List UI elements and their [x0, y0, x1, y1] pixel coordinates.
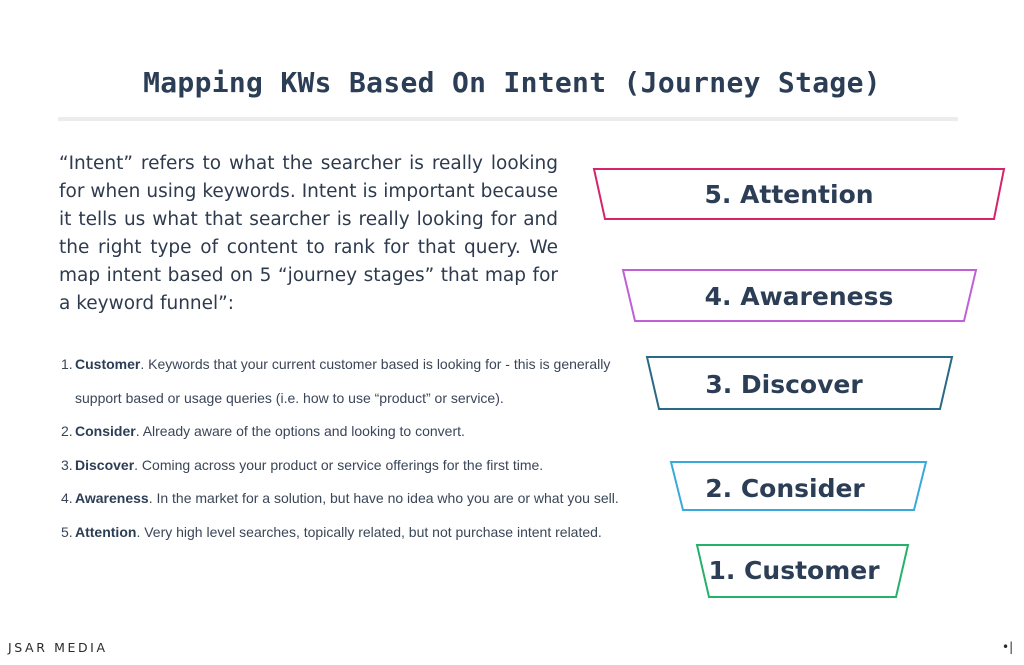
funnel-label: 4. Awareness: [705, 282, 894, 311]
funnel-trapezoid: [592, 168, 1006, 220]
stage-term: Customer: [75, 356, 141, 372]
list-item: 2.Consider. Already aware of the options…: [59, 415, 659, 449]
funnel-trapezoid: [621, 269, 978, 322]
intro-paragraph: “Intent” refers to what the searcher is …: [59, 153, 558, 314]
slide-title: Mapping KWs Based On Intent (Journey Sta…: [143, 66, 881, 99]
stage-description: . Coming across your product or service …: [134, 456, 544, 473]
funnel-trapezoid: [669, 461, 928, 511]
funnel-label: 2. Consider: [705, 474, 865, 503]
stage-term: Attention: [75, 523, 137, 540]
list-item: 4.Awareness. In the market for a solutio…: [59, 482, 659, 516]
funnel-stage-discover: 3. Discover: [645, 356, 954, 410]
funnel-label: 3. Discover: [705, 370, 863, 399]
stage-description: . Already aware of the options and looki…: [135, 423, 465, 439]
brand-logo: JSAR MEDIA: [8, 640, 108, 655]
list-item: 3.Discover. Coming across your product o…: [59, 449, 659, 483]
funnel-stage-consider: 2. Consider: [669, 461, 928, 511]
funnel-stage-attention: 5. Attention: [592, 168, 1006, 220]
stage-list: 1.Customer. Keywords that your current c…: [59, 348, 659, 549]
funnel-trapezoid: [645, 356, 954, 410]
funnel-label: 5. Attention: [704, 180, 873, 209]
funnel-stage-awareness: 4. Awareness: [621, 269, 978, 322]
stage-term: Discover: [75, 456, 135, 473]
list-item: 5.Attention. Very high level searches, t…: [59, 516, 659, 550]
stage-description: . Keywords that your current customer ba…: [75, 356, 611, 406]
stage-description: . In the market for a solution, but have…: [148, 490, 619, 506]
stage-description: . Very high level searches, topically re…: [136, 523, 602, 540]
list-number: 4.: [61, 490, 73, 506]
list-item: 1.Customer. Keywords that your current c…: [59, 348, 659, 415]
page-marker: •|: [1002, 640, 1014, 654]
list-number: 5.: [61, 523, 73, 540]
list-number: 2.: [61, 423, 73, 439]
list-number: 3.: [61, 456, 73, 473]
stage-term: Awareness: [75, 490, 149, 506]
funnel-label: 1. Customer: [708, 556, 880, 585]
funnel-trapezoid: [695, 544, 910, 598]
stage-term: Consider: [75, 423, 136, 439]
title-divider: [58, 117, 958, 121]
list-number: 1.: [61, 356, 73, 372]
funnel-stage-customer: 1. Customer: [695, 544, 910, 598]
